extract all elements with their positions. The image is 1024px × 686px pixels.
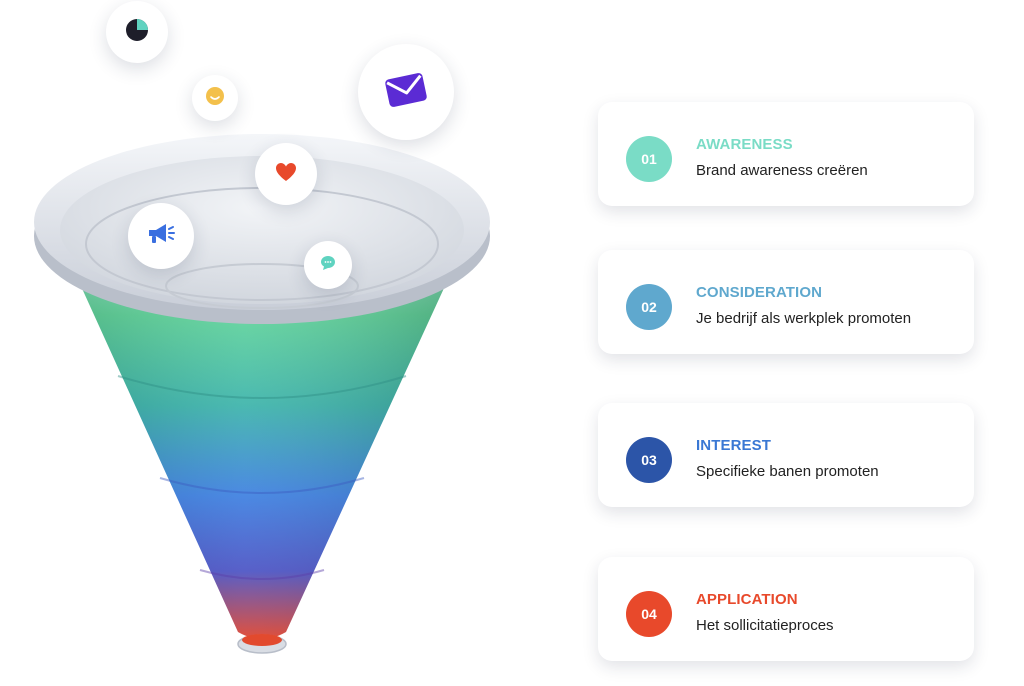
stage-title: INTEREST bbox=[696, 437, 771, 454]
smiley-bubble bbox=[192, 75, 238, 121]
stage-card-application: 04 APPLICATION Het sollicitatieproces bbox=[598, 557, 974, 661]
heart-bubble bbox=[255, 143, 317, 205]
stage-card-consideration: 02 CONSIDERATION Je bedrijf als werkplek… bbox=[598, 250, 974, 354]
pie-chart-icon bbox=[124, 17, 150, 48]
stage-description: Specifieke banen promoten bbox=[696, 463, 879, 480]
stage-description: Je bedrijf als werkplek promoten bbox=[696, 310, 912, 327]
stage-card-interest: 03 INTEREST Specifieke banen promoten bbox=[598, 403, 974, 507]
stage-title: CONSIDERATION bbox=[696, 284, 823, 301]
envelope-bubble bbox=[358, 44, 454, 140]
heart-icon bbox=[275, 162, 297, 187]
stage-number-badge: 01 bbox=[626, 136, 672, 182]
stage-title: APPLICATION bbox=[696, 591, 798, 608]
stage-number-badge: 04 bbox=[626, 591, 672, 637]
smiley-icon bbox=[205, 86, 225, 111]
stage-card-awareness: 01 AWARENESS Brand awareness creëren bbox=[598, 102, 974, 206]
stage-description: Brand awareness creëren bbox=[696, 162, 868, 179]
megaphone-bubble bbox=[128, 203, 194, 269]
envelope-icon bbox=[383, 67, 429, 118]
chat-bubble-icon bbox=[319, 254, 337, 277]
pie-chart-bubble bbox=[106, 1, 168, 63]
chat-bubble-bubble bbox=[304, 241, 352, 289]
stage-description: Het sollicitatieproces bbox=[696, 617, 834, 634]
stage-title: AWARENESS bbox=[696, 136, 793, 153]
stage-number-badge: 02 bbox=[626, 284, 672, 330]
megaphone-icon bbox=[146, 221, 176, 252]
stage-number-badge: 03 bbox=[626, 437, 672, 483]
